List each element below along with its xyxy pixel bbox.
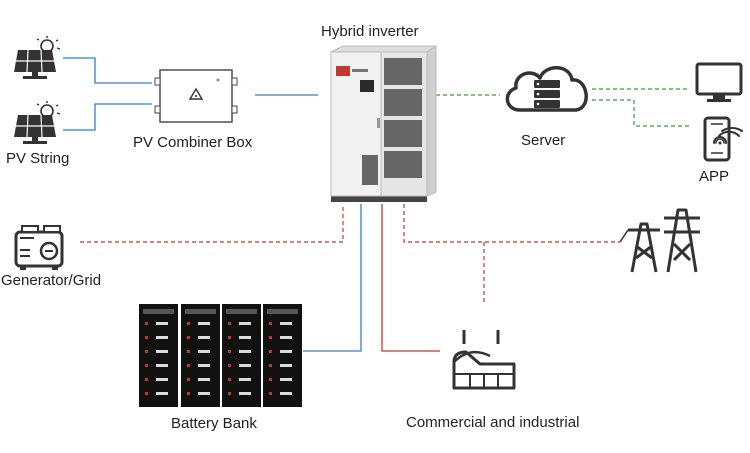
hybrid-inverter-label: Hybrid inverter (321, 23, 419, 40)
commercial-line (381, 204, 440, 352)
transmission-tower-icon (619, 208, 700, 273)
solar-panel-icon (14, 101, 61, 144)
monitor-icon (695, 62, 743, 102)
pv-combiner-box-label: PV Combiner Box (133, 134, 253, 151)
commercial-industrial-label: Commercial and industrial (406, 414, 580, 431)
battery-bank-label: Battery Bank (171, 415, 257, 432)
phone-wifi-icon (703, 116, 743, 162)
ac-dashed-lines (80, 204, 620, 305)
battery-line (303, 204, 362, 352)
generator-line (80, 204, 344, 243)
inverter-cabinet-icon (330, 45, 438, 202)
generator-icon (14, 225, 64, 270)
grid-line (403, 204, 620, 243)
generator-grid-label: Generator/Grid (1, 272, 102, 289)
app-label: APP (699, 168, 730, 185)
server-to-app-line (592, 99, 690, 127)
dc-lines (63, 57, 362, 352)
server-label: Server (521, 132, 566, 149)
comm-lines (436, 88, 690, 127)
ac-lines (381, 204, 440, 352)
solar-panel-icon (14, 36, 61, 79)
pv-string-1-line (63, 57, 152, 84)
cloud-server-icon (505, 66, 588, 112)
combiner-box-icon (154, 69, 238, 123)
factory-icon (452, 330, 516, 390)
pv-string-2-line (63, 103, 152, 131)
pv-string-label: PV String (6, 150, 70, 167)
battery-rack-icon (139, 304, 302, 407)
